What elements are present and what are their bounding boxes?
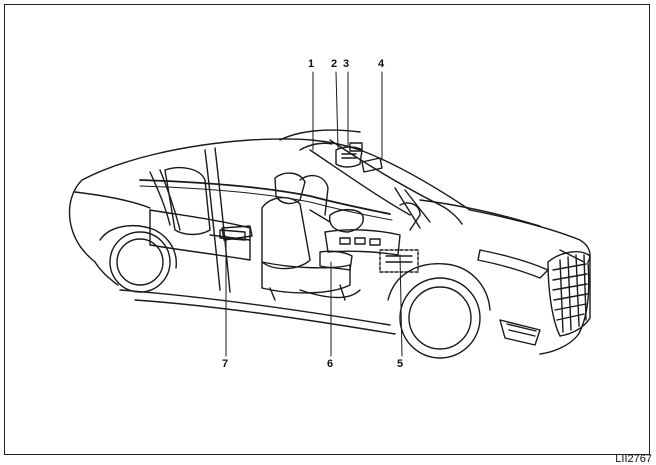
rear-seat xyxy=(149,167,251,261)
rear-module xyxy=(221,225,253,241)
driver-seat xyxy=(261,172,351,301)
callout-3: 3 xyxy=(343,58,350,70)
callout-7: 7 xyxy=(222,358,229,370)
front-wheel xyxy=(387,263,491,359)
pillars xyxy=(149,147,231,293)
sun-visor xyxy=(361,157,383,173)
leader-2 xyxy=(335,71,339,149)
figure-code: LII2767 xyxy=(615,453,652,465)
passenger-seat xyxy=(299,174,331,223)
center-console xyxy=(299,250,361,299)
callout-4: 4 xyxy=(378,58,385,70)
car-body-outline xyxy=(68,138,591,355)
leader-5 xyxy=(399,254,403,357)
windshield xyxy=(309,139,463,229)
rear-wheel xyxy=(99,225,177,293)
roof-panel xyxy=(279,129,361,151)
front-grille xyxy=(547,251,591,337)
dashboard xyxy=(324,202,421,256)
overhead-console xyxy=(335,142,363,168)
callout-6: 6 xyxy=(327,358,334,370)
diagram-frame xyxy=(4,4,650,455)
callout-5: 5 xyxy=(397,358,404,370)
callout-1: 1 xyxy=(308,58,315,70)
headlight xyxy=(477,249,549,346)
callout-2: 2 xyxy=(331,58,338,70)
leader-lines xyxy=(225,71,403,357)
footwell-module xyxy=(379,249,419,273)
